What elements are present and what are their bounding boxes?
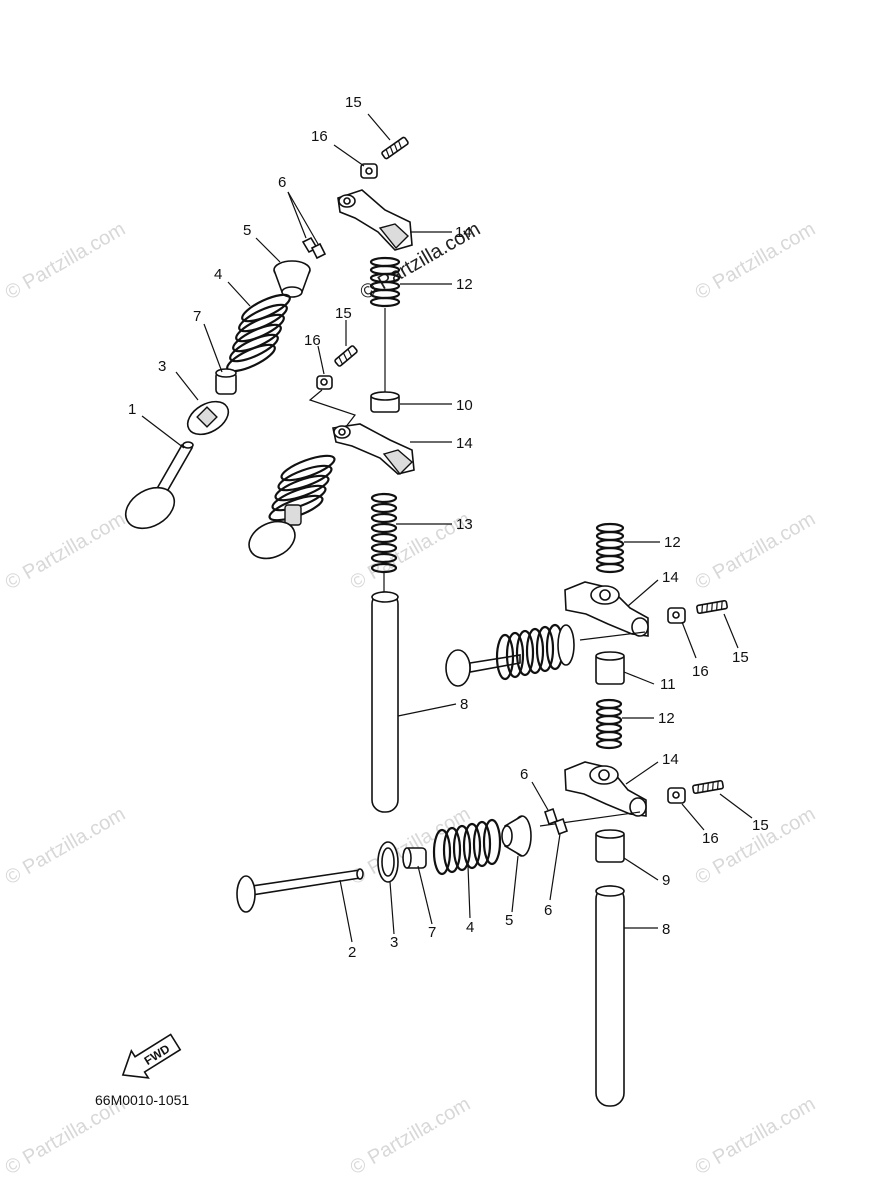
spring-retainer xyxy=(501,815,532,857)
pushrod-cap xyxy=(370,391,400,413)
watermark: © Partzilla.com xyxy=(347,1093,475,1179)
valve-cotter xyxy=(543,807,569,836)
pushrod-cap xyxy=(595,829,625,863)
exhaust-valve xyxy=(236,868,364,913)
watermark: © Partzilla.com xyxy=(692,1093,820,1179)
callout-label: 10 xyxy=(456,397,473,414)
valve-stem-seal xyxy=(402,847,427,869)
callout-label: 1 xyxy=(128,401,136,418)
rocker-arm xyxy=(337,189,413,251)
valve-stem-seal xyxy=(215,368,237,395)
compression-spring xyxy=(595,522,625,574)
diagram-code: 66M0010-1051 xyxy=(95,1092,189,1108)
callout-label: 9 xyxy=(662,872,670,889)
pushrod-cap xyxy=(595,651,625,685)
spring-retainer xyxy=(273,260,311,298)
adjusting-screw xyxy=(334,345,358,367)
callout-label: 4 xyxy=(466,919,474,936)
callout-label: 14 xyxy=(662,751,679,768)
valve-assembly-upper xyxy=(124,136,413,530)
push-rod xyxy=(595,885,625,1107)
spring-seat-washer xyxy=(377,841,399,883)
callout-label: 12 xyxy=(664,534,681,551)
callout-label: 14 xyxy=(455,224,472,241)
callout-label: 15 xyxy=(345,94,362,111)
valve-spring-assembled xyxy=(445,623,575,687)
callout-label: 4 xyxy=(214,266,222,283)
callout-label: 11 xyxy=(660,676,676,693)
adjusting-screw xyxy=(381,136,409,160)
watermark: © Partzilla.com xyxy=(2,508,130,594)
callout-label: 14 xyxy=(662,569,679,586)
rocker-arm xyxy=(564,761,647,817)
watermark: © Partzilla.com xyxy=(692,218,820,304)
adjusting-screw xyxy=(696,599,728,615)
watermark: © Partzilla.com xyxy=(692,508,820,594)
callout-label: 7 xyxy=(428,924,436,941)
locknut xyxy=(316,375,333,390)
callout-label: 16 xyxy=(702,830,719,847)
callout-label: 15 xyxy=(752,817,769,834)
callout-label: 6 xyxy=(278,174,286,191)
watermark: © Partzilla.com xyxy=(2,218,130,304)
callout-label: 3 xyxy=(158,358,166,375)
fwd-arrow: FWD xyxy=(121,1033,182,1079)
callout-label: 15 xyxy=(335,305,352,322)
adjusting-screw xyxy=(692,779,724,795)
callout-label: 14 xyxy=(456,435,473,452)
locknut xyxy=(667,787,686,804)
valve-spring-assembled xyxy=(248,454,336,560)
valve-spring xyxy=(432,818,502,876)
callouts: 15 16 6 5 4 7 3 1 14 12 15 16 10 14 13 1… xyxy=(128,94,769,961)
watermarks: © Partzilla.com © Partzilla.com © Partzi… xyxy=(2,218,820,1179)
callout-label: 16 xyxy=(304,332,321,349)
valve-assembly-right-middle xyxy=(445,522,728,687)
locknut xyxy=(667,607,686,624)
locknut xyxy=(360,163,378,179)
compression-spring xyxy=(369,256,401,308)
callout-label: 6 xyxy=(520,766,528,783)
rocker-arm xyxy=(332,423,415,476)
callout-label: 5 xyxy=(243,222,251,239)
valve-assembly-right-lower xyxy=(236,698,724,1107)
rocker-arm xyxy=(564,581,649,637)
callout-label: 3 xyxy=(390,934,398,951)
callout-label: 13 xyxy=(456,516,473,533)
callout-label: 2 xyxy=(348,944,356,961)
watermark: © Partzilla.com xyxy=(2,803,130,889)
callout-label: 16 xyxy=(692,663,709,680)
spring-seat-washer xyxy=(186,400,230,436)
compression-spring xyxy=(595,698,623,750)
valve-cotter xyxy=(301,236,327,260)
callout-label: 7 xyxy=(193,308,201,325)
callout-label: 6 xyxy=(544,902,552,919)
valve-spring xyxy=(226,293,291,373)
valve-assembly-center xyxy=(248,256,415,813)
callout-label: 8 xyxy=(662,921,670,938)
callout-label: 16 xyxy=(311,128,328,145)
push-rod xyxy=(371,591,399,813)
intake-valve xyxy=(124,441,194,530)
callout-label: 12 xyxy=(658,710,675,727)
callout-label: 12 xyxy=(456,276,473,293)
callout-label: 5 xyxy=(505,912,513,929)
callout-label: 8 xyxy=(460,696,468,713)
callout-label: 15 xyxy=(732,649,749,666)
leader-lines xyxy=(141,113,753,943)
